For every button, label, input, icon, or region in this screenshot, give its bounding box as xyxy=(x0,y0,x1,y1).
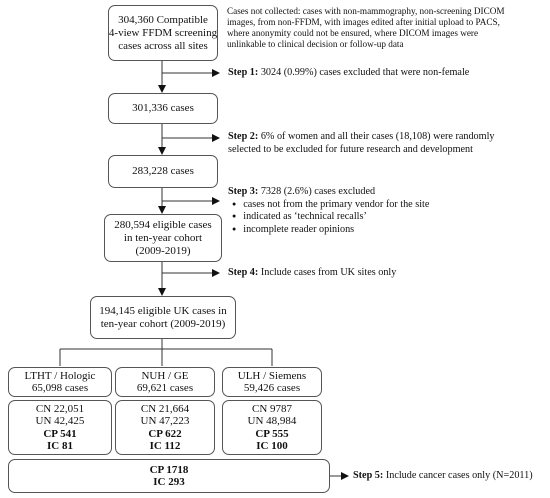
site-ltht-cases: 65,098 cases xyxy=(31,382,89,394)
step5-desc: Include cancer cases only (N=2011) xyxy=(383,470,533,481)
box-counts-nuh: CN 21,664 UN 47,223 CP 622 IC 112 xyxy=(115,400,215,455)
step5-text: Step 5: Include cancer cases only (N=201… xyxy=(353,470,533,483)
box-counts-ltht: CN 22,051 UN 42,425 CP 541 IC 81 xyxy=(8,400,112,455)
step2-text: Step 2: 6% of women and all their cases … xyxy=(228,131,495,156)
ulh-cp: CP 555 xyxy=(255,427,289,440)
box-site-ulh: ULH / Siemens 59,426 cases xyxy=(222,367,322,397)
ltht-ic: IC 81 xyxy=(47,440,73,452)
step3-bullet-recalls: indicated as ‘technical recalls’ xyxy=(228,211,429,224)
box-site-ltht: LTHT / Hologic 65,098 cases xyxy=(8,367,112,397)
ltht-cp: CP 541 xyxy=(43,427,77,440)
step3-bullet-vendor: cases not from the primary vendor for th… xyxy=(228,199,429,212)
box-cancer-total: CP 1718 IC 293 xyxy=(8,459,330,493)
note-line4: unlinkable to clinical decision or follo… xyxy=(227,39,404,49)
step2-desc-line2: selected to be excluded for future resea… xyxy=(228,143,473,155)
cases-not-collected-note: Cases not collected: cases with non-mamm… xyxy=(227,6,505,50)
box-280594-eligible: 280,594 eligible cases in ten-year cohor… xyxy=(104,214,222,262)
box-301336-text: 301,336 cases xyxy=(132,102,194,114)
note-line3: where anonymity could not be ensured, wh… xyxy=(227,28,479,38)
note-line2: images, from non-FFDM, with images edite… xyxy=(227,17,500,27)
step5-label: Step 5: xyxy=(353,470,384,481)
note-line1: Cases not collected: cases with non-mamm… xyxy=(227,6,505,16)
step3-label: Step 3: xyxy=(228,186,259,197)
step4-label: Step 4: xyxy=(228,267,259,278)
step4-text: Step 4: Include cases from UK sites only xyxy=(228,267,396,280)
nuh-ic: IC 112 xyxy=(149,440,181,452)
step2-desc: 6% of women and all their cases (18,108)… xyxy=(258,131,495,142)
ltht-un: UN 42,425 xyxy=(35,415,85,427)
site-nuh-cases: 69,621 cases xyxy=(136,382,194,394)
box-283228-cases: 283,228 cases xyxy=(108,155,218,188)
total-ic: IC 293 xyxy=(153,476,185,488)
box-counts-ulh: CN 9787 UN 48,984 CP 555 IC 100 xyxy=(222,400,322,455)
nuh-cp: CP 622 xyxy=(148,427,182,440)
box-eligible-line3: (2009-2019) xyxy=(135,244,191,257)
ulh-ic: IC 100 xyxy=(256,440,288,452)
box-uk-line1: 194,145 eligible UK cases in xyxy=(99,304,227,317)
step2-label: Step 2: xyxy=(228,131,259,142)
site-ulh-cases: 59,426 cases xyxy=(243,382,301,394)
step1-text: Step 1: 3024 (0.99%) cases excluded that… xyxy=(228,67,469,80)
step4-desc: Include cases from UK sites only xyxy=(258,267,397,278)
box-194145-uk-eligible: 194,145 eligible UK cases in ten-year co… xyxy=(90,296,236,339)
box-compatible-line3: cases across all sites xyxy=(118,39,208,52)
total-cp: CP 1718 xyxy=(149,463,189,476)
site-ltht-name: LTHT / Hologic xyxy=(24,370,96,382)
step3-desc: 7328 (2.6%) cases excluded xyxy=(258,186,376,197)
box-uk-line2: ten-year cohort (2009-2019) xyxy=(100,317,226,330)
step1-desc: 3024 (0.99%) cases excluded that were no… xyxy=(258,67,470,78)
ulh-cn: CN 9787 xyxy=(251,402,293,415)
box-compatible-line2: 4-view FFDM screening xyxy=(108,26,218,39)
box-site-nuh: NUH / GE 69,621 cases xyxy=(115,367,215,397)
box-eligible-line2: in ten-year cohort xyxy=(123,231,203,244)
nuh-cn: CN 21,664 xyxy=(140,402,190,415)
site-nuh-name: NUH / GE xyxy=(141,370,189,382)
box-eligible-line1: 280,594 eligible cases xyxy=(114,218,212,231)
ltht-cn: CN 22,051 xyxy=(35,402,85,415)
box-283228-text: 283,228 cases xyxy=(132,165,194,177)
step3-bullet-opinions: incomplete reader opinions xyxy=(228,224,429,237)
box-compatible-cases: 304,360 Compatible 4-view FFDM screening… xyxy=(108,5,218,61)
box-compatible-line1: 304,360 Compatible xyxy=(118,13,208,26)
ulh-un: UN 48,984 xyxy=(247,415,297,427)
site-ulh-name: ULH / Siemens xyxy=(237,370,307,382)
box-301336-cases: 301,336 cases xyxy=(108,93,218,124)
nuh-un: UN 47,223 xyxy=(140,415,190,427)
step1-label: Step 1: xyxy=(228,67,259,78)
step3-text: Step 3: 7328 (2.6%) cases excluded cases… xyxy=(228,186,429,236)
